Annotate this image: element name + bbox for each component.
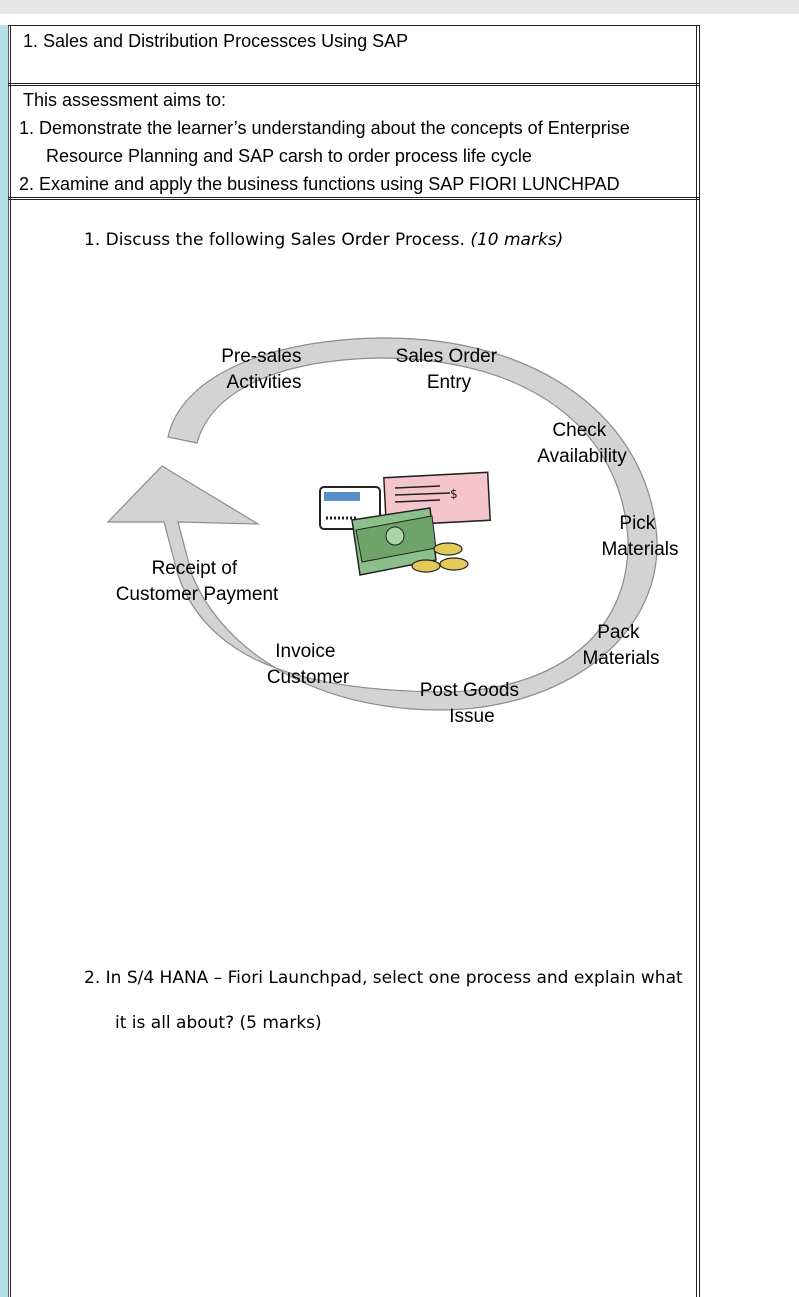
cycle-arrow xyxy=(106,337,658,711)
table-border-top xyxy=(8,25,700,26)
aim-1-line-1: Demonstrate the learner’s understanding … xyxy=(39,118,630,138)
step-label-pack-materials: Pack Materials xyxy=(582,622,659,669)
question-1: 1. Discuss the following Sales Order Pro… xyxy=(84,230,563,250)
table-border-row3 xyxy=(8,197,700,198)
table-border-left xyxy=(10,25,11,1297)
assessment-aim-1: 1. Demonstrate the learner’s understandi… xyxy=(19,114,691,170)
question-2-line-1: 2. In S/4 HANA – Fiori Launchpad, select… xyxy=(84,968,683,988)
left-margin-strip xyxy=(0,25,9,1297)
table-border-row1 xyxy=(8,83,700,84)
table-border-row4 xyxy=(8,199,700,200)
svg-text:$: $ xyxy=(450,487,458,501)
question-1-marks: (10 marks) xyxy=(470,230,564,250)
sales-order-process-diagram: $ Pre-sales Activities Sales Order Entry… xyxy=(106,337,679,727)
money-icon: $ xyxy=(319,471,491,576)
table-border-right-outer xyxy=(699,25,700,1297)
window-top-bar xyxy=(0,0,799,14)
question-2-line-2: it is all about? (5 marks) xyxy=(115,1013,322,1033)
aim-1-number: 1. xyxy=(19,118,35,138)
assessment-intro: This assessment aims to: xyxy=(23,90,227,110)
step-label-post-goods-issue: Post Goods Issue xyxy=(420,680,525,727)
step-label-check-availability: Check Availability xyxy=(537,420,627,467)
step-label-pre-sales: Pre-sales Activities xyxy=(221,346,307,393)
question-1-text: 1. Discuss the following Sales Order Pro… xyxy=(84,230,471,250)
assessment-aim-2: 2. Examine and apply the business functi… xyxy=(19,174,620,194)
step-label-receipt-of-payment: Receipt of Customer Payment xyxy=(116,558,279,605)
table-border-right xyxy=(696,25,697,1297)
step-label-sales-order-entry: Sales Order Entry xyxy=(396,346,503,393)
aim-1-line-2: Resource Planning and SAP carsh to order… xyxy=(46,146,532,166)
step-label-pick-materials: Pick Materials xyxy=(601,513,678,560)
step-label-invoice-customer: Invoice Customer xyxy=(267,641,350,688)
document-title: 1. Sales and Distribution Processces Usi… xyxy=(23,31,409,51)
table-border-row2 xyxy=(8,85,700,86)
